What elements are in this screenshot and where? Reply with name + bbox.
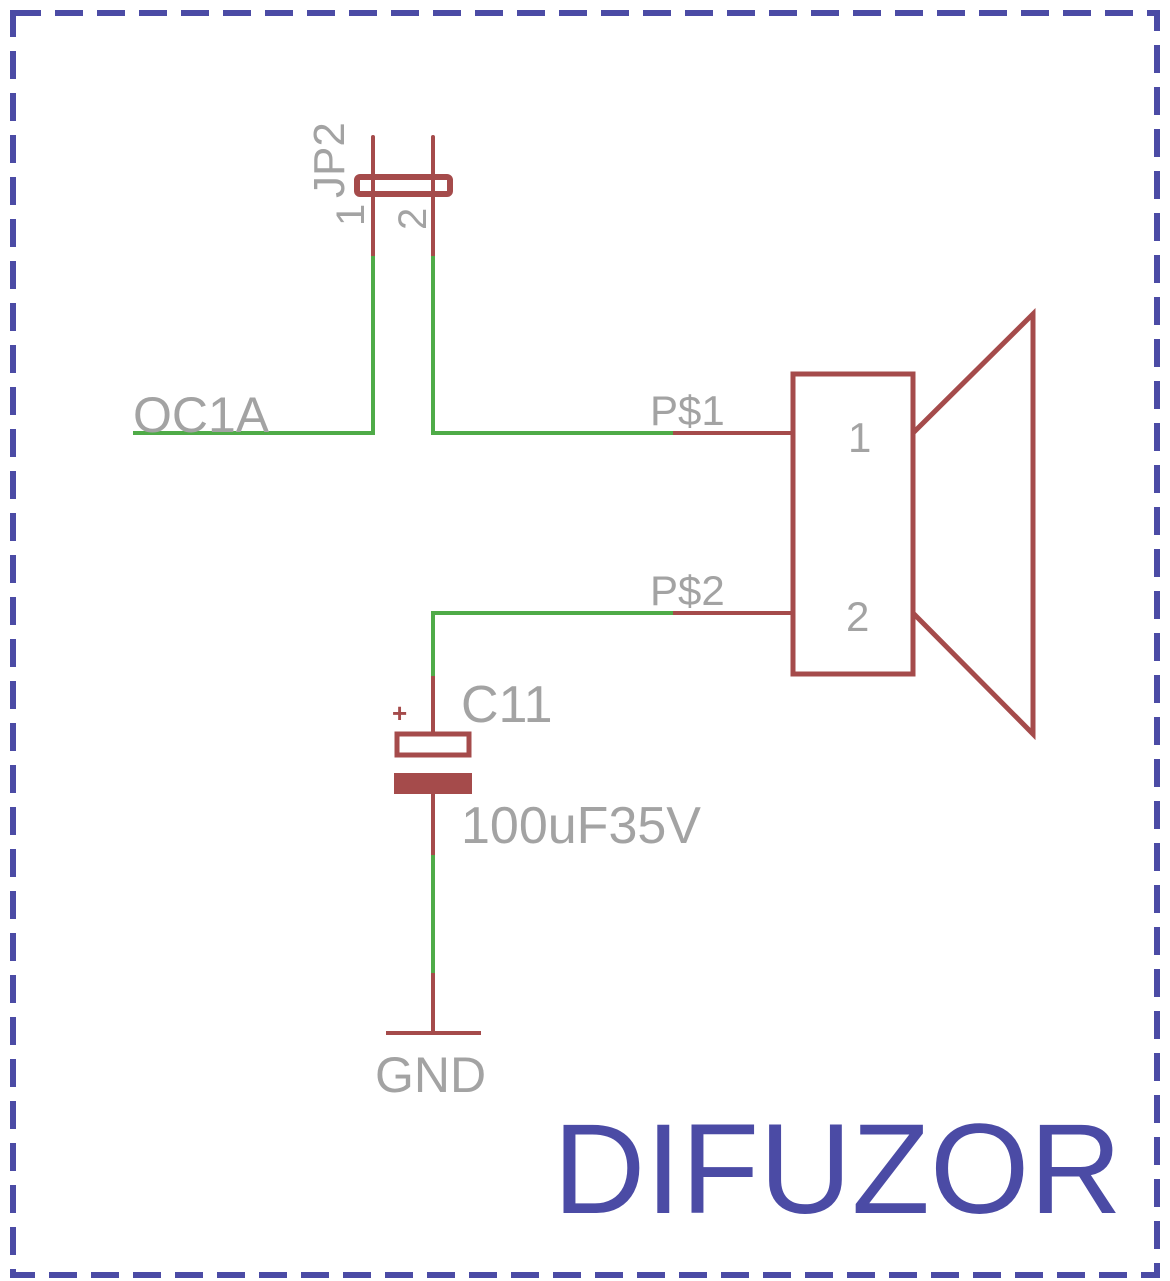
capacitor-c11[interactable] xyxy=(394,676,472,855)
net-label-oc1a: OC1A xyxy=(133,387,270,443)
wire-oc1a xyxy=(133,256,375,435)
speaker-pad1-label: P$1 xyxy=(650,387,725,434)
wire-p2 xyxy=(431,611,673,676)
ground-symbol[interactable] xyxy=(386,973,481,1035)
speaker-symbol[interactable] xyxy=(673,308,1036,741)
jumper-name: JP2 xyxy=(305,122,354,198)
ground-label: GND xyxy=(375,1047,486,1103)
frame-border xyxy=(10,10,1160,1278)
jumper-pin1-label: 1 xyxy=(329,204,373,226)
jumper-jp2[interactable] xyxy=(354,135,453,256)
cap-polarity-mark: + xyxy=(392,698,407,728)
frame-title: DIFUZOR xyxy=(553,1098,1122,1241)
speaker-pin1-label: 1 xyxy=(848,414,871,461)
jumper-pin2-label: 2 xyxy=(391,208,435,230)
cap-name: C11 xyxy=(461,676,553,734)
wire-p1 xyxy=(431,256,673,435)
cap-value: 100uF35V xyxy=(461,797,701,855)
speaker-pin2-label: 2 xyxy=(846,593,869,640)
speaker-pad2-label: P$2 xyxy=(650,567,725,614)
